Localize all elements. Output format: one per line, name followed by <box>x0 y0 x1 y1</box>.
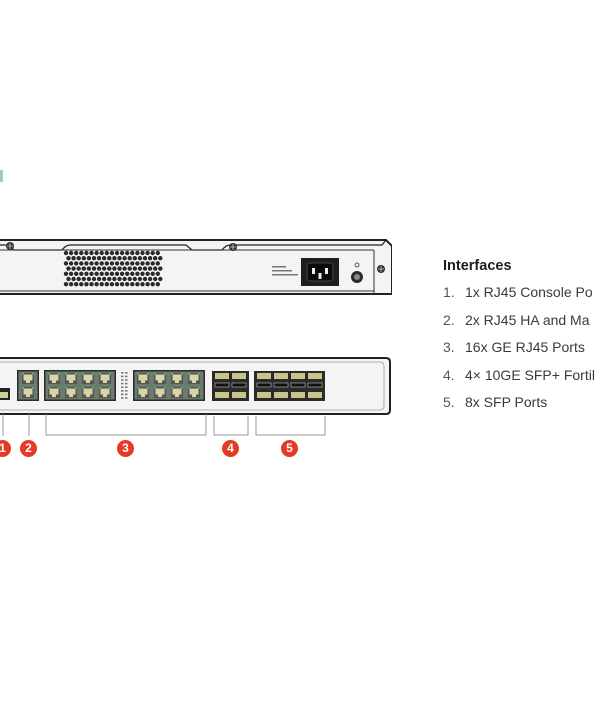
item-label: 16x GE RJ45 Ports <box>465 339 585 355</box>
rj45-port <box>171 387 183 398</box>
rj45-port <box>99 387 111 398</box>
sfp-port <box>273 373 289 398</box>
rj45-port <box>171 373 183 384</box>
interfaces-heading: Interfaces <box>443 258 512 274</box>
sfp-port <box>256 373 272 398</box>
interface-item: 4. 4× 10GE SFP+ Fortil <box>443 367 600 395</box>
ha-mgmt-ports <box>17 370 39 401</box>
screw-icon <box>229 243 237 251</box>
rj45-port <box>65 373 77 384</box>
rj45-port <box>82 373 94 384</box>
screw-icon <box>6 242 14 250</box>
sfp-ports <box>254 371 325 401</box>
console-port <box>0 388 10 400</box>
device-front-panel <box>0 357 391 415</box>
item-label: 8x SFP Ports <box>465 394 548 410</box>
interfaces-list: 1. 1x RJ45 Console Po 2. 2x RJ45 HA and Ma… <box>443 284 600 422</box>
sfp-plus-ports <box>212 371 249 401</box>
ge-rj45-ports-group-b <box>133 370 205 401</box>
interface-item: 1. 1x RJ45 Console Po <box>443 284 600 312</box>
bracket-5 <box>255 416 326 436</box>
interface-item: 3. 16x GE RJ45 Ports <box>443 339 600 367</box>
interface-item: 2. 2x RJ45 HA and Ma <box>443 312 600 340</box>
callout-badge-1: 1 <box>0 440 11 457</box>
rj45-port <box>137 387 149 398</box>
callout-brackets <box>2 414 326 436</box>
item-label: 2x RJ45 HA and Ma <box>465 311 590 328</box>
item-number: 2. <box>443 311 455 328</box>
sfp-port <box>307 373 323 398</box>
sfp-port <box>214 373 230 398</box>
callout-badge-2: 2 <box>20 440 37 457</box>
ge-rj45-ports-group-a <box>44 370 116 401</box>
sfp-port <box>231 373 247 398</box>
rj45-port <box>188 387 200 398</box>
interface-item: 5. 8x SFP Ports <box>443 394 600 422</box>
item-label: 1x RJ45 Console Po <box>465 284 593 300</box>
callout-badge-4: 4 <box>222 440 239 457</box>
rj45-port <box>99 373 111 384</box>
rj45-port <box>154 373 166 384</box>
rj45-port <box>82 387 94 398</box>
callout-badge-3: 3 <box>117 440 134 457</box>
device-back-panel <box>0 239 392 295</box>
item-number: 3. <box>443 339 455 355</box>
vent-grille <box>63 250 163 287</box>
interfaces-section: Interfaces 1. 1x RJ45 Console Po 2. 2x RJ4… <box>443 258 600 422</box>
item-number: 5. <box>443 394 455 410</box>
rj45-port <box>48 387 60 398</box>
rj45-port <box>188 373 200 384</box>
rj45-port <box>65 387 77 398</box>
item-label: 4× 10GE SFP+ Fortil <box>465 366 595 383</box>
rj45-port <box>22 373 34 384</box>
status-leds <box>121 372 128 399</box>
bracket-4 <box>213 416 249 436</box>
ground-terminal-icon <box>351 262 363 283</box>
sfp-port <box>290 373 306 398</box>
callout-badge-5: 5 <box>281 440 298 457</box>
screw-icon <box>377 265 385 273</box>
power-inlet-icon <box>301 258 339 286</box>
bracket-3 <box>45 414 207 436</box>
rj45-port <box>137 373 149 384</box>
rj45-port <box>48 373 60 384</box>
rj45-port <box>154 387 166 398</box>
cropped-logo-fragment <box>0 170 3 182</box>
label-text-lines <box>272 266 298 276</box>
rj45-port <box>22 387 34 398</box>
item-number: 4. <box>443 366 455 383</box>
item-number: 1. <box>443 284 455 300</box>
